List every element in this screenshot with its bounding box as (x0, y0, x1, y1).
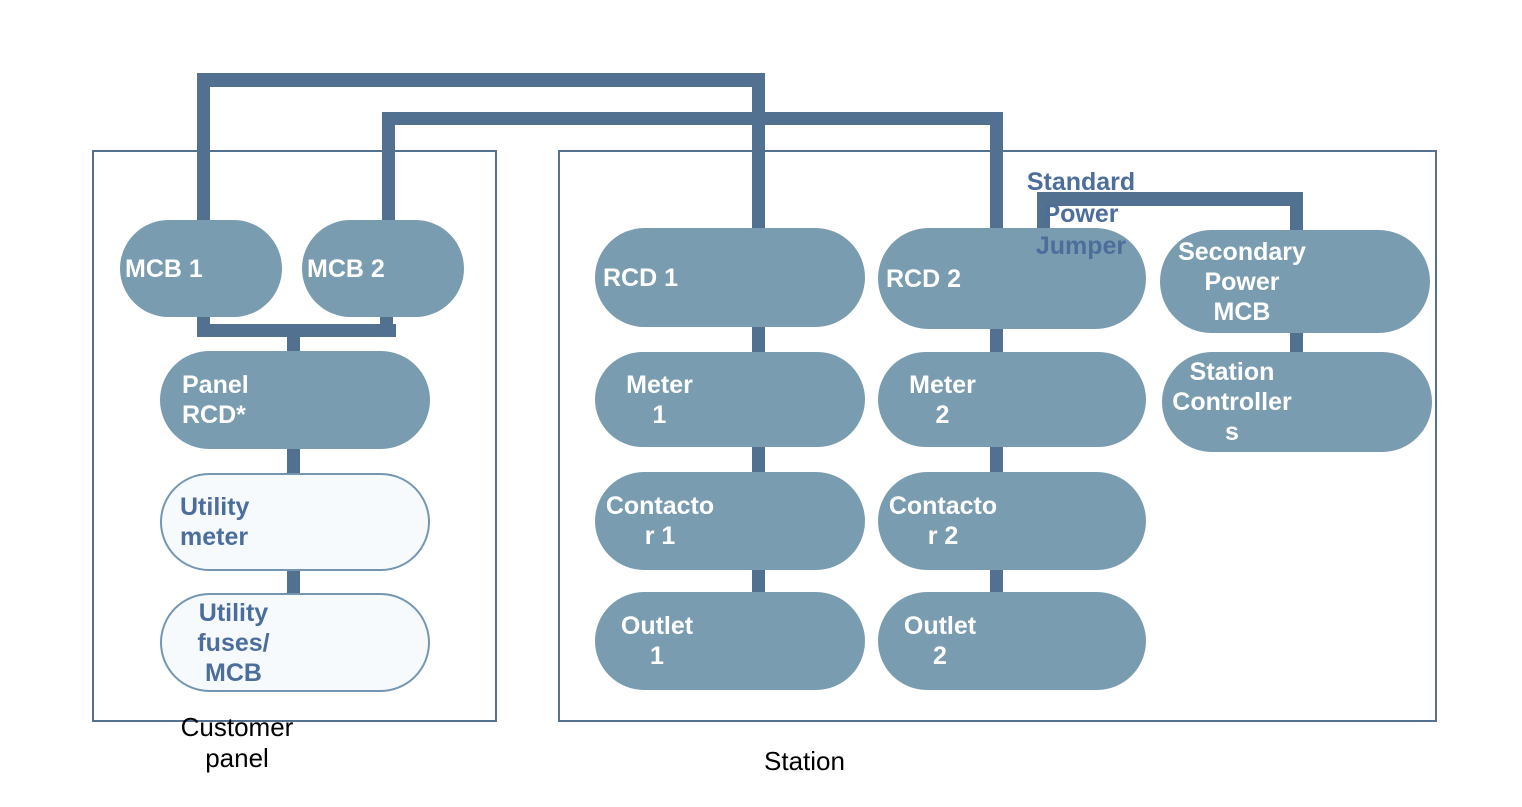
node-utility-fuses-label: Utility fuses/ MCB (197, 598, 270, 687)
connector-mcb1-rcd1-left-vertical (197, 73, 210, 225)
connector-jumper-horizontal (1037, 192, 1303, 206)
node-utility-meter-label: Utility meter (180, 493, 250, 551)
node-mcb1-label: MCB 1 (125, 254, 203, 283)
node-mcb1: MCB 1 (120, 220, 282, 317)
node-utility-meter: Utility meter (160, 473, 430, 571)
node-secondary-power-mcb-label: Secondary Power MCB (1178, 237, 1306, 326)
connector-mcb2-rcd2-horizontal (382, 112, 1003, 125)
node-panel-rcd: Panel RCD* (160, 351, 430, 449)
connector-jumper-right-vertical (1290, 192, 1303, 234)
node-rcd2-label: RCD 2 (886, 264, 962, 293)
node-secondary-power-mcb: Secondary Power MCB (1160, 230, 1430, 333)
node-station-controllers: Station Controller s (1162, 352, 1432, 452)
connector-mcb2-rcd2-left-vertical (382, 112, 395, 225)
node-outlet2-label: Outlet 2 (903, 612, 977, 670)
connector-utilitymeter-utilityfuses (287, 570, 300, 595)
node-meter2-label: Meter 2 (909, 370, 976, 429)
node-rcd1: RCD 1 (595, 228, 865, 327)
node-contactor1: Contacto r 1 (595, 472, 865, 570)
node-mcb2-label: MCB 2 (307, 254, 385, 283)
connector-bracket-panelrcd-stub (287, 335, 300, 355)
connector-mcb1-rcd1-horizontal (197, 73, 765, 87)
connector-meter2-contactor2 (990, 445, 1003, 474)
node-meter1: Meter 1 (595, 352, 865, 447)
node-outlet1: Outlet 1 (595, 592, 865, 690)
connector-contactor1-outlet1 (752, 569, 765, 594)
node-meter2: Meter 2 (878, 352, 1146, 447)
connector-mcb1-rcd1-right-vertical (752, 73, 765, 233)
connector-mcb-bracket-horizontal (197, 324, 396, 337)
node-station-controllers-label: Station Controller s (1172, 358, 1292, 446)
node-panel-rcd-label: Panel RCD* (182, 371, 249, 429)
node-contactor2-label: Contacto r 2 (888, 492, 998, 550)
connector-meter1-contactor1 (752, 445, 765, 474)
customer-panel-label: Customer panel (180, 712, 294, 773)
standard-power-jumper-label: Standard Power Jumper (1026, 168, 1136, 260)
node-contactor1-label: Contacto r 1 (605, 492, 715, 550)
node-meter1-label: Meter 1 (626, 370, 693, 429)
connector-rcd2-meter2 (990, 328, 1003, 354)
node-rcd1-label: RCD 1 (603, 263, 679, 292)
station-label: Station (764, 746, 845, 776)
node-rcd2: RCD 2 (878, 228, 1146, 329)
node-contactor2: Contacto r 2 (878, 472, 1146, 570)
node-utility-fuses: Utility fuses/ MCB (160, 593, 430, 692)
connector-jumper-left-vertical (1037, 192, 1050, 232)
connector-mcb2-rcd2-right-vertical (990, 112, 1003, 233)
connector-secondarymcb-controllers (1290, 330, 1303, 354)
connector-panelrcd-utilitymeter (287, 447, 300, 475)
connector-contactor2-outlet2 (990, 569, 1003, 594)
node-outlet2: Outlet 2 (878, 592, 1146, 690)
node-outlet1-label: Outlet 1 (620, 612, 694, 670)
customer-panel-box (92, 150, 497, 722)
node-mcb2: MCB 2 (302, 220, 464, 317)
connector-rcd1-meter1 (752, 326, 765, 354)
